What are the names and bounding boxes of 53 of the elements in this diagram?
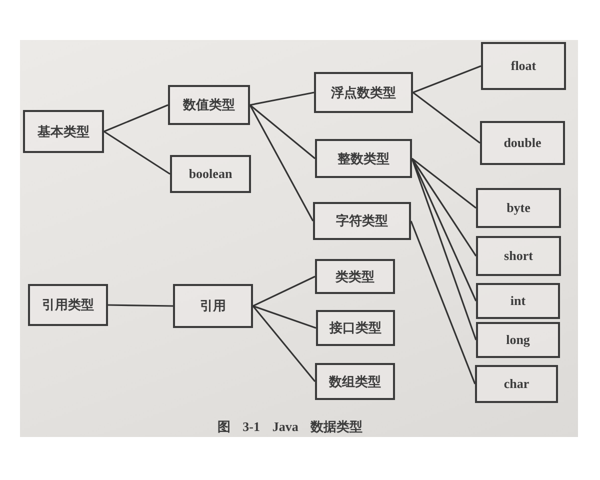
type-box [170, 155, 251, 193]
type-box [476, 188, 561, 228]
connector-line [104, 130, 170, 175]
type-box [475, 365, 558, 403]
connector-line [412, 158, 476, 209]
type-box [316, 310, 395, 346]
connector-line [410, 220, 476, 384]
type-box [315, 363, 395, 400]
connector-line [411, 158, 477, 302]
connector-line [252, 305, 316, 329]
type-label: 浮点数类型 [331, 84, 396, 102]
type-box [28, 284, 108, 326]
connector-line [250, 104, 316, 160]
connector-line [249, 104, 314, 222]
type-box [315, 139, 412, 178]
connector-line [411, 158, 477, 256]
type-label: 引用 [200, 297, 226, 315]
type-label: 整数类型 [338, 150, 390, 168]
connector-line [412, 92, 480, 144]
type-label: char [504, 376, 530, 392]
type-box [481, 42, 566, 90]
connector-line [412, 65, 482, 94]
type-box [480, 121, 565, 165]
type-label: double [504, 135, 542, 151]
type-box [23, 110, 104, 153]
type-label: 数值类型 [183, 96, 235, 114]
type-box [168, 85, 250, 125]
type-box [315, 259, 395, 294]
type-box [476, 283, 560, 319]
type-box [173, 284, 253, 328]
type-label: 接口类型 [330, 319, 382, 337]
type-label: 数组类型 [329, 372, 381, 390]
type-label: int [510, 293, 526, 309]
type-label: byte [506, 200, 530, 216]
type-box [476, 322, 560, 358]
type-label: 引用类型 [42, 296, 94, 314]
type-label: float [510, 58, 536, 74]
connector-line [411, 158, 477, 340]
type-label: 字符类型 [336, 212, 388, 230]
type-label: 类类型 [336, 268, 374, 286]
connector-line [252, 276, 316, 307]
type-label: short [504, 248, 533, 264]
connector-line [104, 104, 168, 132]
connector-line [252, 306, 316, 382]
connector-line [108, 304, 174, 307]
type-box [476, 236, 561, 276]
type-box [314, 72, 413, 113]
type-label: 基本类型 [38, 122, 90, 140]
type-label: long [506, 332, 530, 348]
connector-line [250, 92, 314, 106]
type-box [313, 202, 411, 240]
figure-caption: 图 3-1 Java 数据类型 [216, 418, 364, 436]
type-label: boolean [188, 166, 232, 182]
